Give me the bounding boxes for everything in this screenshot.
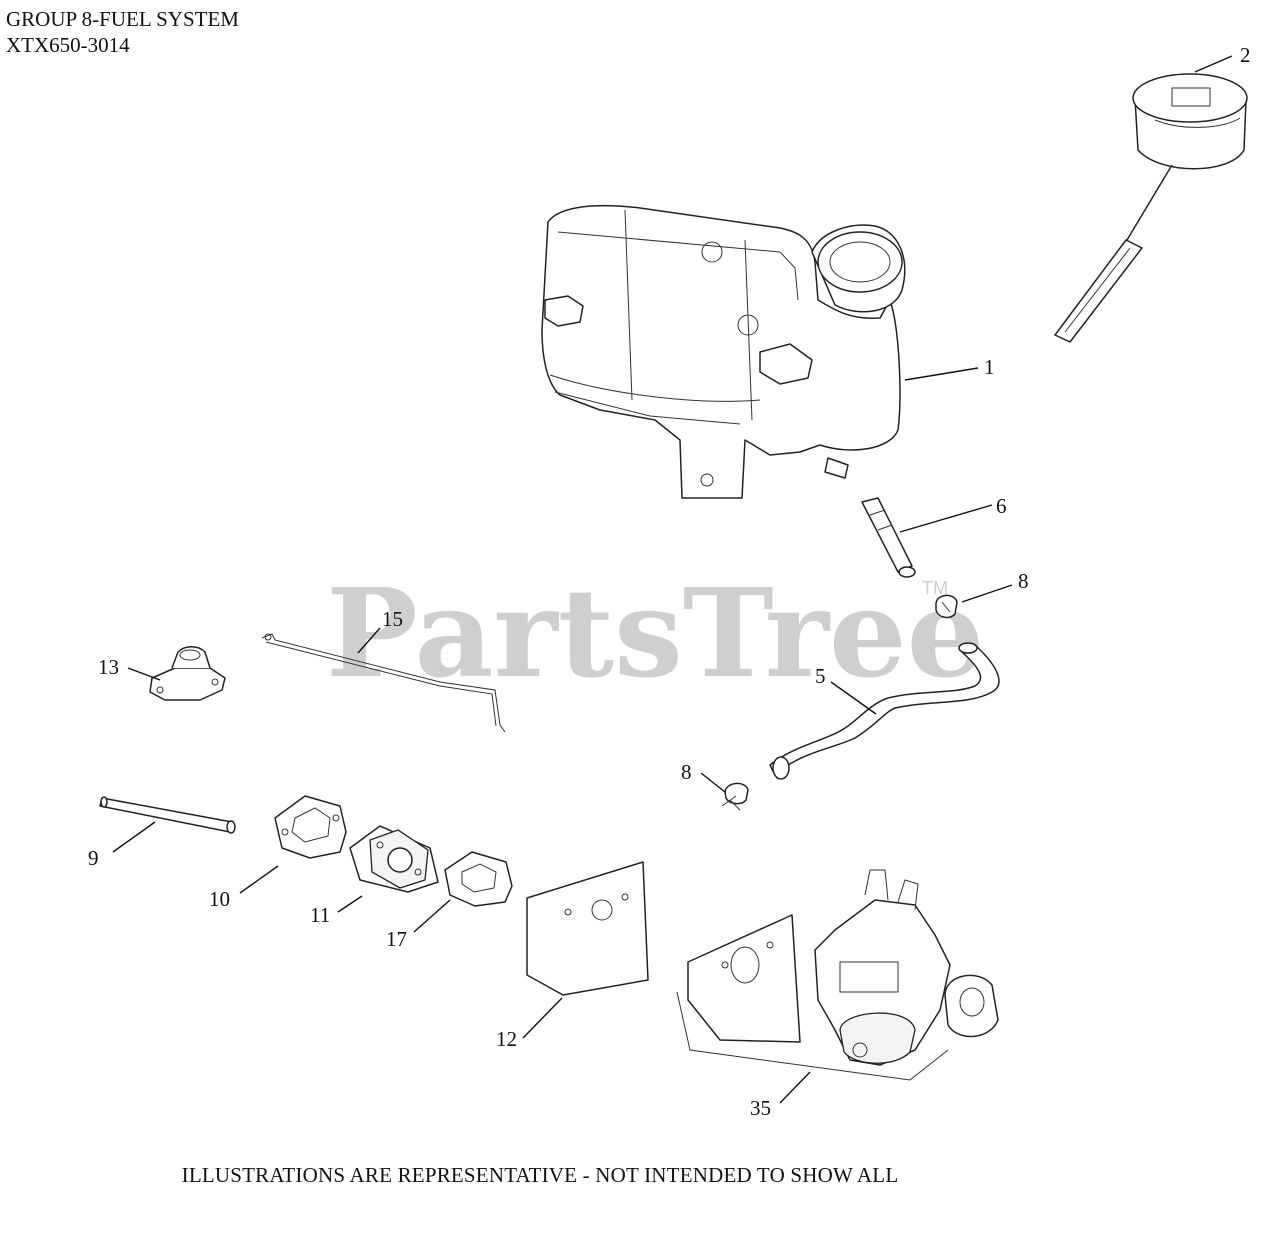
- watermark-trademark: TM: [922, 578, 948, 598]
- part-gasket-10[interactable]: [274, 795, 347, 859]
- illustration-disclaimer: ILLUSTRATIONS ARE REPRESENTATIVE - NOT I…: [181, 1163, 899, 1187]
- callout-12: 12: [496, 1027, 517, 1051]
- part-heat-shield[interactable]: [526, 861, 649, 996]
- callout-35: 35: [750, 1096, 771, 1120]
- part-hose-clamp-lower[interactable]: [721, 782, 749, 811]
- part-hose-clamp-upper[interactable]: [935, 594, 958, 619]
- part-intake-spacer[interactable]: [349, 825, 439, 893]
- callout-2: 2: [1240, 43, 1251, 67]
- callout-6: 6: [996, 494, 1007, 518]
- callout-13: 13: [98, 655, 119, 679]
- callout-10: 10: [209, 887, 230, 911]
- callout-11: 11: [310, 903, 330, 927]
- part-fuel-solenoid[interactable]: [149, 646, 226, 701]
- callout-15: 15: [382, 607, 403, 631]
- callout-8-upper: 8: [1018, 569, 1029, 593]
- callout-5: 5: [815, 664, 826, 688]
- part-fuel-line[interactable]: [769, 642, 1000, 780]
- diagram-title: GROUP 8-FUEL SYSTEM: [6, 7, 239, 31]
- callout-9: 9: [88, 846, 99, 870]
- callout-17: 17: [386, 927, 407, 951]
- part-fuel-cap[interactable]: [1054, 73, 1248, 343]
- part-breather-tube[interactable]: [99, 796, 236, 834]
- part-fuel-tank[interactable]: [541, 204, 906, 499]
- part-fuel-filter[interactable]: [861, 497, 916, 578]
- callout-8-lower: 8: [681, 760, 692, 784]
- part-gasket-17[interactable]: [444, 851, 513, 907]
- model-number: XTX650-3014: [6, 33, 130, 57]
- watermark-text: PartsTree: [326, 561, 984, 705]
- part-carburetor-kit[interactable]: [676, 869, 999, 1081]
- callout-1: 1: [984, 355, 995, 379]
- part-control-rod[interactable]: [261, 633, 506, 733]
